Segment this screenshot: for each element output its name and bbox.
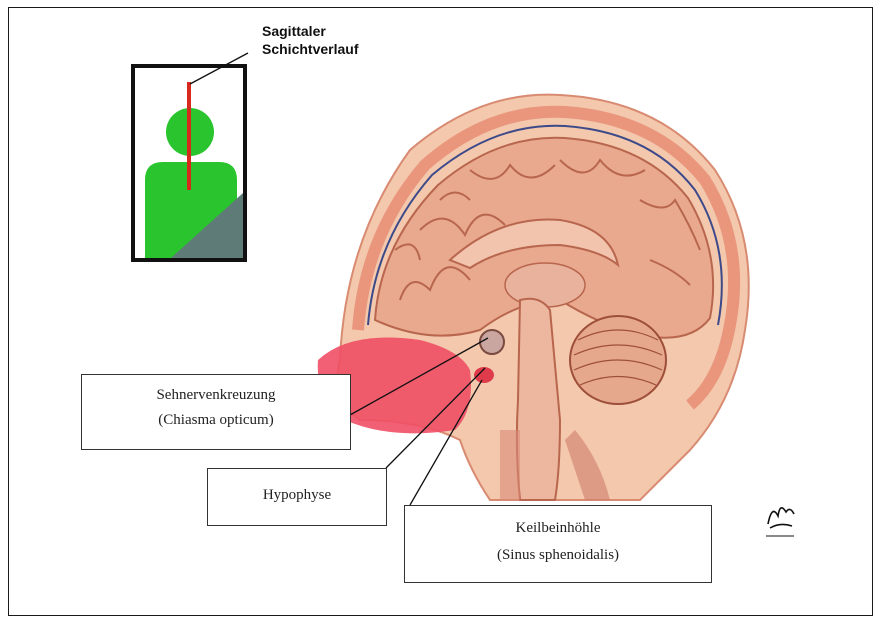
callout-chiasma: Sehnervenkreuzung (Chiasma opticum): [81, 374, 351, 450]
callout-hypophyse: Hypophyse: [207, 468, 387, 526]
artist-signature-icon: [760, 494, 800, 544]
sinus-label: Keilbeinhöhle: [405, 520, 711, 537]
chiasma-latin-label: (Chiasma opticum): [82, 412, 350, 429]
hypophyse-label: Hypophyse: [208, 487, 386, 504]
callout-sinus: Keilbeinhöhle (Sinus sphenoidalis): [404, 505, 712, 583]
sinus-latin-label: (Sinus sphenoidalis): [405, 547, 711, 564]
chiasma-label: Sehnervenkreuzung: [82, 387, 350, 404]
